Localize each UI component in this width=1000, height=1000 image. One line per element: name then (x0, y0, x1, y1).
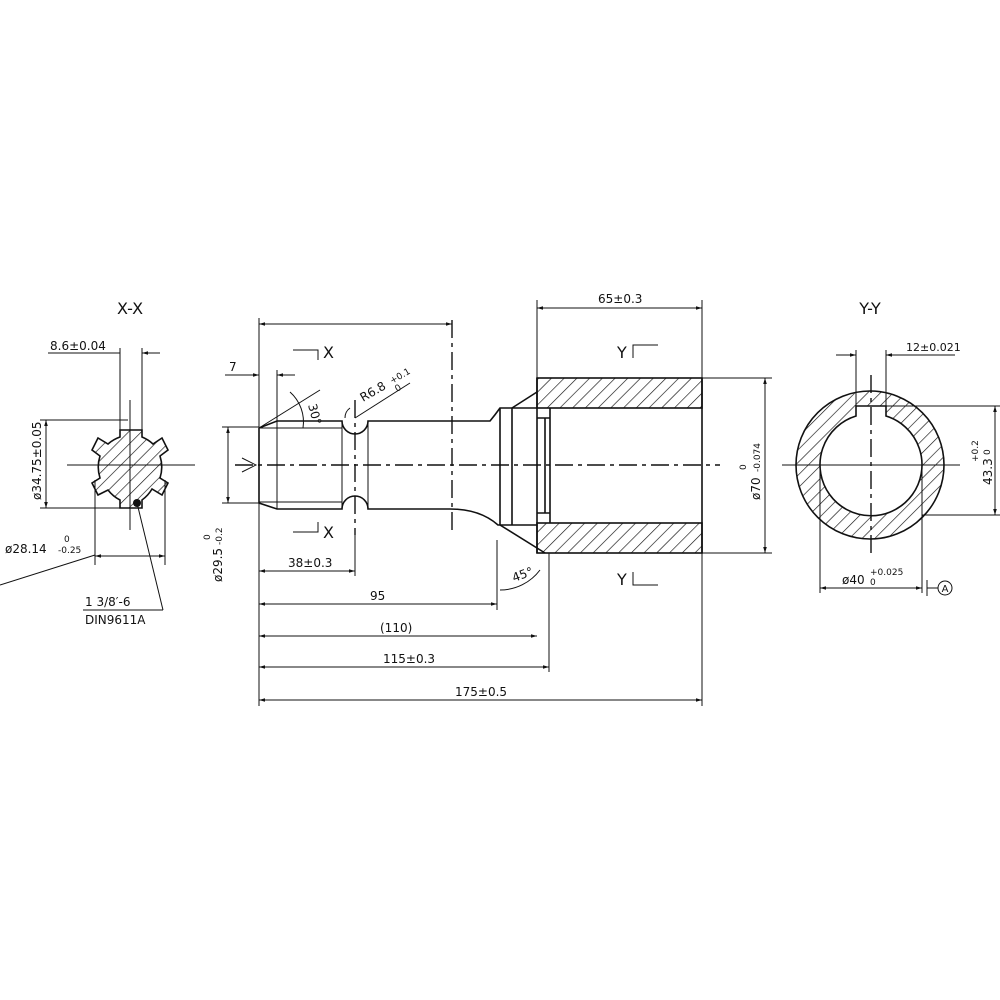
hub-diameter-tol-lower: -0.074 (753, 443, 763, 472)
root-diameter-tol-upper: 0 (64, 535, 70, 545)
section-y-mark-top: Y (616, 343, 627, 362)
shaft-outline (258, 407, 537, 526)
hub-ring (795, 390, 945, 540)
outer-diameter-dimension: ø34.75±0.05 (30, 422, 44, 500)
shaft-diameter-tol-upper: 0 (203, 534, 213, 540)
key-depth-tol-upper: +0.2 (971, 440, 981, 462)
datum-symbol (937, 580, 953, 596)
section-yy-title: Y-Y (858, 299, 881, 318)
chamfer-angle: 30° (305, 402, 324, 426)
section-x-mark-bottom: X (323, 523, 334, 542)
main-view: X X Y Y 65±0.3 7 30° R6.8 +0.1 0 ø29.5 0… (203, 292, 772, 706)
key-depth-tol-lower: 0 (983, 449, 993, 455)
hub-diameter-dimension: ø70 (749, 477, 763, 500)
section-xx-title: X-X (117, 299, 143, 318)
taper-angle: 45° (510, 564, 535, 584)
bore-diameter-dimension: ø40 (842, 573, 865, 587)
shaft-diameter-dimension: ø29.5 (211, 548, 225, 582)
bore-diameter-tol-upper: +0.025 (870, 568, 903, 578)
width-dimension: 8.6±0.04 (50, 339, 106, 353)
spline-spec: 1 3/8′-6 (85, 595, 130, 609)
hub-wall-bottom (536, 522, 703, 554)
key-width-dimension: 12±0.021 (906, 341, 961, 354)
groove-radius: R6.8 (358, 379, 389, 405)
root-diameter-dimension: ø28.14 (5, 542, 47, 556)
shaft-diameter-tol-lower: -0.2 (215, 527, 225, 545)
dimension-38: 38±0.3 (288, 556, 332, 570)
section-yy: Y-Y 12±0.021 43.3 +0.2 0 ø40 +0.025 0 A (782, 299, 1000, 596)
section-xx: X-X 8.6±0.04 ø34.75±0.05 ø28.14 0 -0.25 … (0, 299, 195, 627)
hub-diameter-tol-upper: 0 (739, 464, 749, 470)
section-y-mark-bottom: Y (616, 570, 627, 589)
dimension-95: 95 (370, 589, 385, 603)
hub-length-dimension: 65±0.3 (598, 292, 642, 306)
section-x-mark-top: X (323, 343, 334, 362)
hub-wall-top (536, 377, 703, 409)
dimension-110: (110) (380, 621, 412, 635)
datum-label: A (942, 584, 949, 595)
groove-radius-tol-lower: 0 (394, 383, 404, 395)
spline-standard: DIN9611A (85, 613, 146, 627)
chamfer-length-dimension: 7 (229, 360, 237, 374)
root-diameter-tol-lower: -0.25 (58, 546, 81, 556)
bore-diameter-tol-lower: 0 (870, 578, 876, 588)
dimension-115: 115±0.3 (383, 652, 435, 666)
key-depth-dimension: 43.3 (981, 458, 995, 485)
dimension-175: 175±0.5 (455, 685, 507, 699)
